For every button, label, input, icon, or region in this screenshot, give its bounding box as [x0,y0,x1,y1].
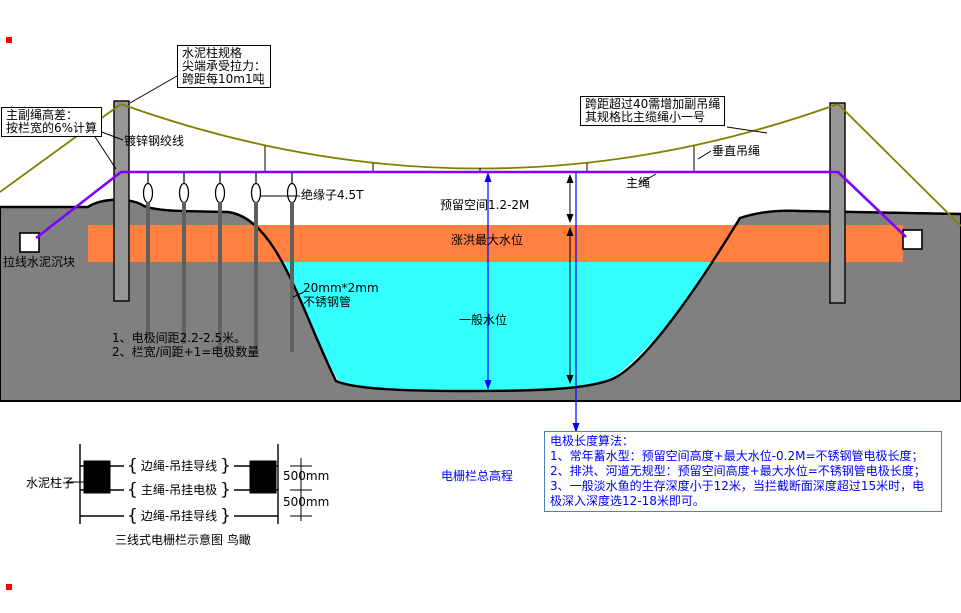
algo-line2: 1、常年蓄水型：预留空间高度+最大水位-0.2M=不锈钢管电极长度； [550,449,924,463]
tube-spec-label: 20mm*2mm 不锈钢管 [303,281,379,309]
electrode-notes: 1、电极间距2.2-2.5米。 2、栏宽/间距+1=电极数量 [112,331,259,359]
electrode-note-line2: 2、栏宽/间距+1=电极数量 [112,345,260,359]
detail-wire-main-label: { 主绳-吊挂电极 } [124,480,234,500]
reserved-space-label: 预留空间1.2-2M [440,198,530,212]
detail-wire-bottom-text: 边绳-吊挂导线 [140,509,218,523]
leader-main-rope [639,173,657,184]
algo-line5: 极深入深度选12-18米即可。 [550,494,705,508]
insulator-bead [250,182,262,204]
brace-left: { [127,456,138,476]
detail-caption: 三线式电栅栏示意图 鸟瞰 [115,533,251,547]
reserved-space-dimension [566,174,574,223]
span-note-box: 跨距超过40需增加副吊绳 其规格比主缆绳小一号 [580,96,726,126]
leader-vertical-rope [697,150,712,160]
anchor-block-label: 拉线水泥沉块 [3,255,76,269]
catenary-cable [120,103,839,170]
insulator-bead [286,182,298,204]
pillar-spec-line3: 跨距每10m1吨 [182,72,265,86]
leader-galvanized [98,130,124,141]
dim-500mm-top: 500mm [283,469,330,483]
span-note-line2: 其规格比主缆绳小一号 [585,110,706,124]
electrode [214,172,226,350]
brace-left: { [127,480,138,500]
total-elevation-label: 电栅栏总高程 [441,469,514,483]
left-pillar [113,100,130,302]
detail-left-pillar-square [83,460,111,494]
electrodes [142,172,298,352]
tube-spec-line2: 不锈钢管 [303,295,352,309]
detail-right-pillar-square [249,460,277,494]
insulator-bead [178,182,190,204]
algorithm-box: 电极长度算法： 1、常年蓄水型：预留空间高度+最大水位-0.2M=不锈钢管电极长… [544,431,942,512]
right-pillar [829,102,846,304]
flood-level-label: 涨洪最大水位 [451,233,524,247]
electrode [178,172,190,344]
birdseye-detail [79,444,312,524]
concrete-pillar-label: 水泥柱子 [26,476,75,490]
insulator-label: 绝缘子4.5T [301,188,364,202]
pillar-spec-box: 水泥柱规格 尖端承受拉力： 跨距每10m1吨 [177,45,272,88]
vertical-rope-label: 垂直吊绳 [712,144,761,158]
rope-diff-line1: 主副绳高差： [6,108,79,122]
electrode-note-line1: 1、电极间距2.2-2.5米。 [112,331,247,345]
brace-right: } [220,456,231,476]
detail-wire-top-label: { 边绳-吊挂导线 } [124,456,234,476]
detail-wire-main-text: 主绳-吊挂电极 [140,483,218,497]
leader-pillar-spec [129,75,178,104]
leader-tube [292,291,305,298]
total-elevation-arrow [484,172,492,390]
brace-right: } [220,506,231,526]
pillar-spec-line2: 尖端承受拉力： [182,59,267,73]
tube-spec-line1: 20mm*2mm [303,281,379,295]
main-rope-line [35,170,907,240]
canvas-handle-bottom-left [6,584,12,590]
dim-500mm-bottom: 500mm [283,495,330,509]
algo-line4: 3、一般淡水鱼的生存深度小于12米，当拦截断面深度超过15米时，电 [550,479,925,493]
flood-band [88,225,903,262]
water-body [284,262,711,391]
canvas-handle-top-left [6,37,12,43]
detail-wire-top-text: 边绳-吊挂导线 [140,459,218,473]
brace-left: { [127,506,138,526]
electrode [250,172,262,350]
pillar-spec-line1: 水泥柱规格 [182,46,243,60]
insulator-bead [214,182,226,204]
algo-line3: 2、排洪、河道无规型：预留空间高度+最大水位=不锈钢管电极长度； [550,464,926,478]
water-depth-dimension [566,227,574,384]
span-note-line1: 跨距超过40需增加副吊绳 [585,97,721,111]
rope-height-diff-box: 主副绳高差： 按栏宽的6%计算 [1,107,103,137]
insulator-bead [142,182,154,204]
right-backstay-cable [837,103,961,227]
normal-level-label: 一般水位 [459,313,508,327]
left-anchor-block [19,232,40,253]
algo-line1: 电极长度算法： [550,434,635,448]
detail-wire-bottom-label: { 边绳-吊挂导线 } [124,506,234,526]
leader-span-note [726,126,768,134]
electrode [142,172,154,336]
brace-right: } [220,480,231,500]
vertical-hanger-ropes [264,146,695,171]
rope-diff-line2: 按栏宽的6%计算 [6,121,98,135]
electrode-length-pointer [572,172,580,433]
right-anchor-block [902,229,923,250]
galvanized-wire-label: 镀锌钢绞线 [124,134,185,148]
main-rope-label: 主绳 [626,176,651,190]
electrode [286,172,298,352]
terrain-outline [0,198,961,393]
